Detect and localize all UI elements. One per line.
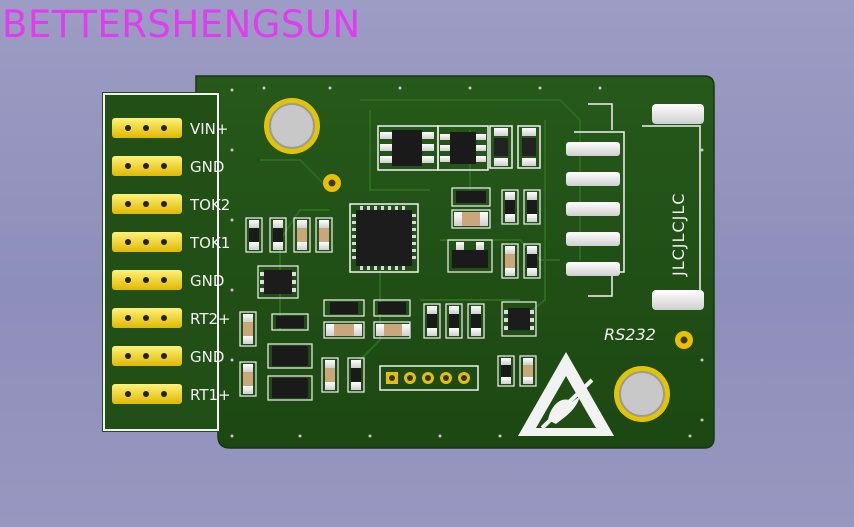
rs232-label: RS232 <box>604 325 656 344</box>
pin-label-2: GND <box>190 158 224 176</box>
header-area <box>102 92 220 432</box>
pin-label-1: VIN+ <box>190 120 228 138</box>
components-bottom-left <box>239 299 411 401</box>
esd-warning-icon <box>518 352 614 436</box>
pin-label-5: GND <box>190 272 224 290</box>
components-center-right <box>447 187 541 279</box>
passives-left <box>245 217 333 253</box>
ic-sot-2 <box>437 125 489 171</box>
vias <box>323 174 693 349</box>
brand-watermark: BETTERSHENGSUN <box>2 3 361 46</box>
header-outline <box>103 93 219 431</box>
ic-sot-1 <box>377 125 439 171</box>
pin-label-7: GND <box>190 348 224 366</box>
copper-traces <box>260 99 581 361</box>
jlc-text: JLCJLCJLC <box>669 193 688 277</box>
ic-qfn-main <box>349 203 419 273</box>
pin-label-6: RT2+ <box>190 310 231 328</box>
rs232-connector <box>566 103 704 310</box>
pin-label-8: RT1+ <box>190 386 231 404</box>
header-pins <box>112 118 182 404</box>
pin-header-5 <box>379 365 479 391</box>
component-top-right <box>489 125 541 169</box>
pin-label-4: TOK1 <box>189 234 230 252</box>
ic-soic-left <box>257 265 299 299</box>
components-bottom-middle <box>423 301 537 387</box>
edge-stitching <box>230 86 704 438</box>
pin-label-3: TOK2 <box>189 196 230 214</box>
